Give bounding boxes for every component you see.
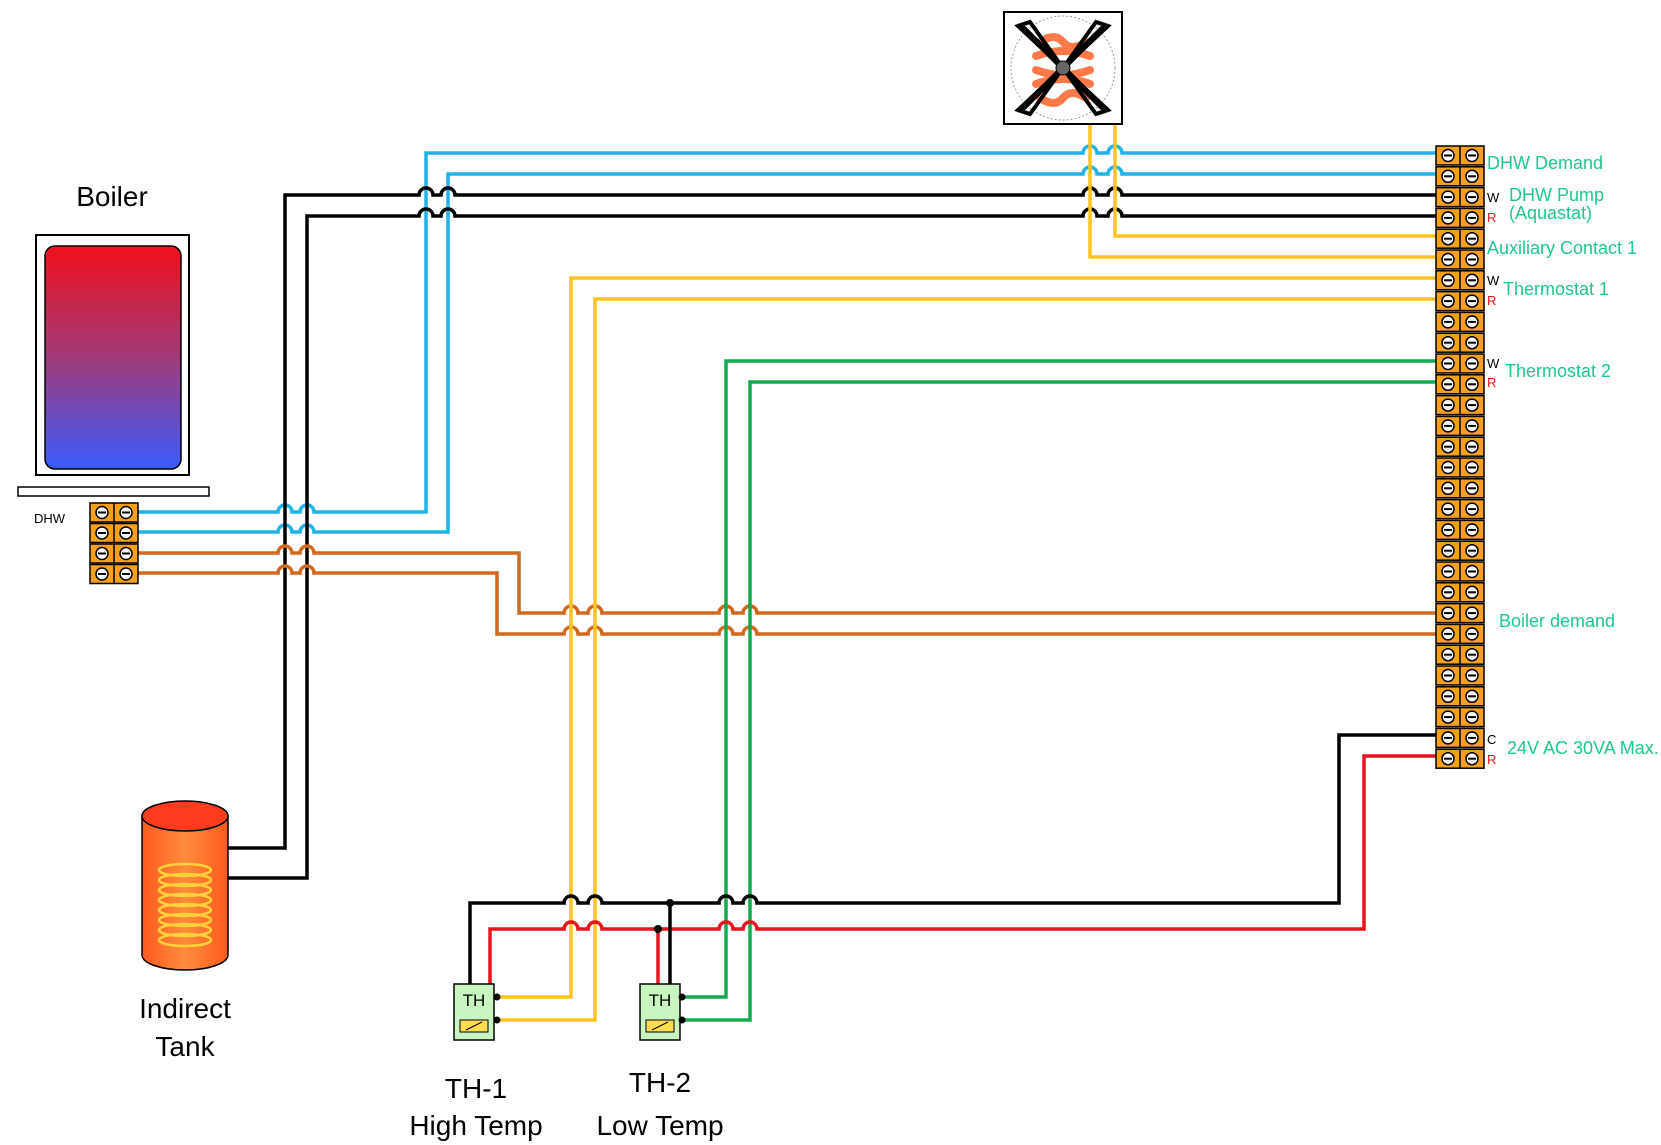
label-dhw-pump: DHW Pump [1509,185,1604,205]
th1-name: TH-1 [445,1073,507,1104]
terminal-screw [1435,353,1485,374]
label-thermostat2: Thermostat 2 [1505,361,1611,381]
terminal-screw [1435,519,1485,541]
wire-dhw-demand-1 [138,144,1436,514]
terminal-screw [1435,270,1485,291]
th1-subtitle: High Temp [409,1110,542,1141]
boiler: Boiler DHW [17,181,210,585]
terminal-screw [1435,311,1485,333]
wire-aux-1 [1088,124,1436,259]
terminal-screw [1435,228,1485,249]
label-dhw-demand: DHW Demand [1487,153,1603,173]
terminal-screw [1435,623,1485,645]
wire-power-r [488,754,1436,984]
junction-dots [654,899,674,933]
boiler-dhw-label: DHW [34,511,66,526]
terminal-screw [1435,207,1485,229]
tank-label-line1: Indirect [139,993,231,1024]
wire-power-c [468,733,1436,984]
marker-w-thermostat1: W [1487,273,1500,288]
wire-boiler-demand-2 [138,564,1436,636]
wire-thermostat2-r [682,380,1436,1022]
marker-r-dhw-pump: R [1487,210,1496,225]
terminal-screw [89,543,139,564]
marker-r-power: R [1487,752,1496,767]
marker-r-thermostat1: R [1487,293,1496,308]
terminal-screw [1435,186,1485,208]
thermostat-th2: TH TH-2 Low Temp [596,983,724,1141]
terminal-screw [1435,540,1485,561]
th2-badge: TH [649,991,672,1010]
label-power: 24V AC 30VA Max. [1507,738,1659,758]
terminal-strip [1435,145,1485,769]
terminal-screw [89,563,139,585]
terminal-screw [1435,727,1485,749]
tank-label-line2: Tank [155,1031,215,1062]
wire-thermostat1-w [497,276,1436,999]
wire-aux-2 [1113,124,1436,238]
label-aux-contact: Auxiliary Contact 1 [1487,238,1637,258]
terminal-screw [1435,249,1485,270]
terminal-screw [1435,748,1485,769]
boiler-terminal-block [89,502,139,585]
wire-dhw-demand-2 [138,165,1436,534]
terminal-screw [1435,166,1485,187]
terminal-screw [1435,478,1485,499]
label-aquastat: (Aquastat) [1509,203,1592,223]
marker-c-power: C [1487,732,1496,747]
terminal-screw [1435,706,1485,728]
wires [138,124,1436,1022]
terminal-screw [89,522,139,544]
wire-boiler-demand-1 [138,544,1436,615]
indirect-tank: Indirect Tank [139,800,231,1062]
boiler-title: Boiler [76,181,148,212]
terminal-screw [1435,145,1485,166]
thermostat-th1: TH TH-1 High Temp [409,983,543,1141]
th1-badge: TH [463,991,486,1010]
th2-subtitle: Low Temp [596,1110,723,1141]
terminal-screw [1435,290,1485,312]
terminal-screw [1435,457,1485,478]
marker-w-thermostat2: W [1487,356,1500,371]
wire-thermostat2-w [682,359,1436,999]
label-boiler-demand: Boiler demand [1499,611,1615,631]
th2-name: TH-2 [629,1067,691,1098]
terminal-screw [1435,602,1485,624]
label-thermostat1: Thermostat 1 [1503,279,1609,299]
coil-icon [157,862,213,948]
terminal-screw [1435,665,1485,686]
wire-dhw-pump-r [228,207,1436,880]
terminal-screw [1435,374,1485,395]
wire-dhw-pump-w [228,186,1436,850]
terminal-screw [1435,498,1485,520]
wire-thermostat1-r [497,297,1436,1022]
terminal-screw [1435,436,1485,457]
terminal-screw [89,502,139,523]
terminal-screw [1435,394,1485,416]
terminal-screw [1435,644,1485,665]
terminal-screw [1435,332,1485,353]
marker-w-dhw-pump: W [1487,190,1500,205]
fan-unit [1003,11,1123,125]
terminal-labels: DHW Demand W DHW Pump R (Aquastat) Auxil… [1487,153,1659,767]
terminal-screw [1435,415,1485,437]
terminal-screw [1435,686,1485,707]
marker-r-thermostat2: R [1487,375,1496,390]
terminal-screw [1435,561,1485,582]
terminal-screw [1435,582,1485,603]
